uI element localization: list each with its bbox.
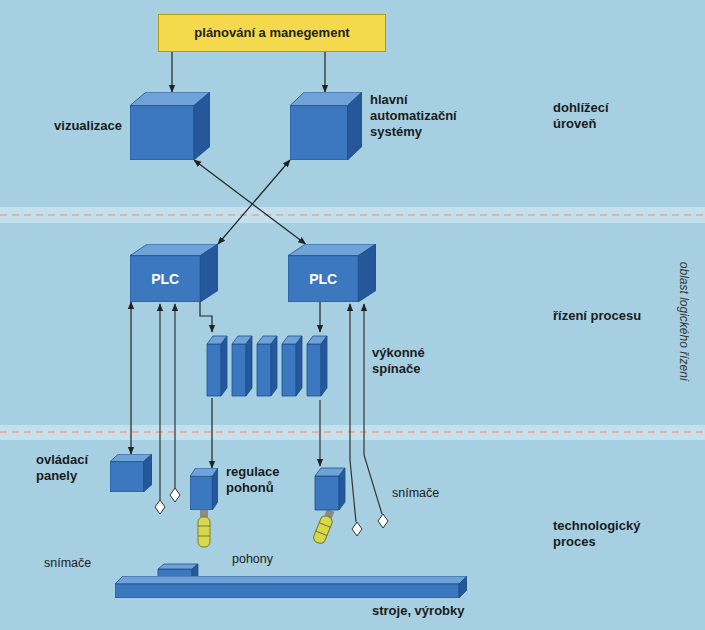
- device-cube: PLC: [288, 244, 376, 302]
- connector-arrow: [194, 160, 306, 244]
- cube-shape: [290, 92, 362, 160]
- drive-symbol: [312, 508, 336, 545]
- band-ground: [0, 223, 705, 425]
- device-cube: hlavní automatizační systémy: [290, 92, 362, 160]
- text-holder: technologický proces: [553, 518, 663, 550]
- text-holder: plánování a manegement: [159, 15, 385, 51]
- block-top: [158, 564, 198, 569]
- sensor-symbol: [352, 522, 362, 536]
- text-label: snímače: [392, 486, 462, 501]
- text-label: PLC: [151, 271, 179, 287]
- text-label: PLC: [309, 271, 337, 287]
- switch-group: výkonné spínače: [205, 332, 333, 398]
- device-cube: vizualizace: [130, 92, 210, 160]
- process-box: plánování a manegement: [158, 14, 386, 52]
- part-label: snímače: [392, 486, 462, 501]
- machine-slab: stroje, výrobky: [115, 576, 467, 598]
- drive-stripe: [198, 536, 210, 537]
- region-label: oblast logického řízení: [676, 242, 691, 402]
- text-holder: ovládací panely: [36, 452, 104, 484]
- dashed-divider: [0, 214, 705, 215]
- drive-cylinder: [198, 517, 210, 547]
- part-label: snímače: [44, 556, 104, 571]
- level-band: technologický proces ovládací panely regul…: [0, 440, 705, 630]
- connector-arrow: [218, 160, 290, 244]
- text-holder: vizualizace: [22, 118, 122, 134]
- text-label: plánování a manegement: [194, 25, 349, 41]
- sensor-symbol: [378, 514, 388, 528]
- band-ground: [0, 0, 705, 207]
- part-label: pohony: [232, 552, 292, 567]
- sensor-wire: [159, 304, 160, 500]
- text-label: dohlížecí úroveň: [553, 100, 653, 132]
- sensor-symbol: [170, 488, 180, 502]
- connector-arrow: [319, 302, 320, 332]
- text-label: technologický proces: [553, 518, 663, 550]
- drive-stripe: [319, 523, 330, 527]
- text-label: snímače: [44, 556, 104, 571]
- text-holder: PLC: [288, 256, 358, 302]
- device-cube: regulace pohonů: [190, 468, 218, 510]
- cube-side: [339, 468, 345, 510]
- drive-cylinder: [312, 514, 334, 544]
- text-holder: PLC: [130, 256, 200, 302]
- text-holder: stroje, výrobky: [372, 603, 482, 619]
- cube-front: [315, 476, 339, 510]
- sensor-wire: [364, 304, 382, 514]
- text-label: regulace pohonů: [226, 464, 306, 496]
- drive-symbol: [198, 510, 210, 547]
- text-label: hlavní automatizační systémy: [370, 92, 470, 140]
- level-band: řízení procesu PLC PLC výkonné spínače: [0, 223, 705, 425]
- text-holder: řízení procesu: [553, 308, 653, 324]
- drive-controller-cube: [315, 468, 345, 510]
- connector-arrow: [200, 302, 212, 332]
- sensor-symbol: [155, 500, 165, 514]
- device-cube: ovládací panely: [110, 454, 152, 492]
- cube-shape: [110, 454, 152, 492]
- text-label: pohony: [232, 552, 292, 567]
- text-label: stroje, výrobky: [372, 603, 482, 619]
- device-cube: PLC: [130, 244, 218, 302]
- text-holder: výkonné spínače: [372, 345, 452, 377]
- sensor-wires: [160, 304, 382, 522]
- slab-shape: [115, 576, 467, 598]
- connector-arrow: [171, 52, 172, 92]
- text-label: řízení procesu: [553, 308, 653, 324]
- text-label: ovládací panely: [36, 452, 104, 484]
- cube-shape: [190, 468, 218, 510]
- drive-wire: [319, 400, 320, 466]
- drive-coupling: [200, 510, 208, 517]
- level-band: dohlížecí úroveň plánování a manegement vi…: [0, 0, 705, 207]
- dashed-divider: [0, 431, 705, 432]
- drive-stripe: [316, 531, 327, 535]
- drive-stripe: [198, 526, 210, 527]
- text-holder: dohlížecí úroveň: [553, 100, 653, 132]
- connector-arrow: [130, 302, 131, 454]
- sensor-wire: [174, 304, 175, 488]
- text-label: výkonné spínače: [372, 345, 452, 377]
- band-ground: [0, 440, 705, 630]
- cube-shape: [130, 92, 210, 160]
- text-holder: hlavní automatizační systémy: [370, 92, 470, 140]
- switch-group-shape: [205, 332, 333, 398]
- text-label: vizualizace: [22, 118, 122, 134]
- connector-arrow: [324, 52, 325, 92]
- sensor-wire: [350, 304, 356, 522]
- text-holder: regulace pohonů: [226, 464, 306, 496]
- text-label: oblast logického řízení: [676, 242, 691, 402]
- connector-arrow: [211, 398, 212, 468]
